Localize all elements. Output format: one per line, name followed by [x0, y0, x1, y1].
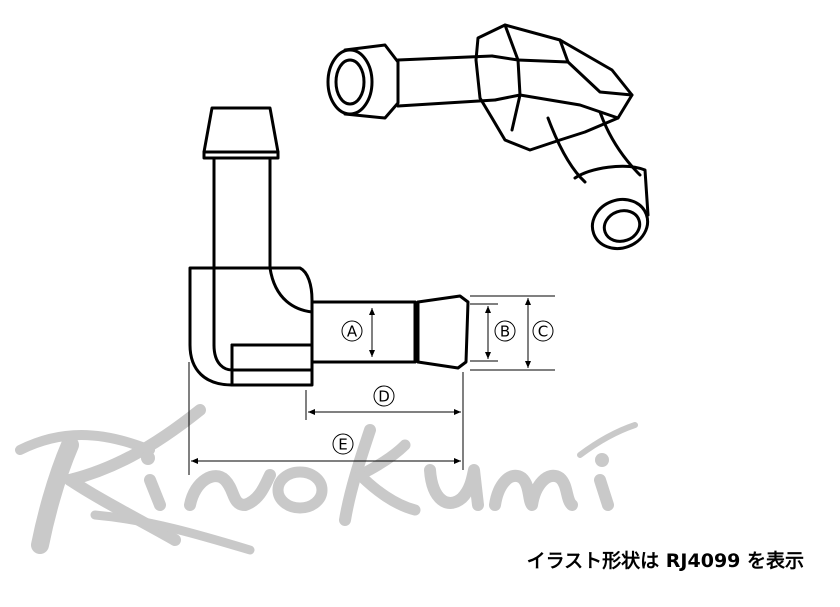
dimension-label-b: B [494, 320, 516, 342]
dimension-label-a: A [341, 320, 363, 342]
dimension-label-d: D [373, 385, 395, 407]
top-barb [202, 106, 280, 154]
elbow-body [188, 266, 314, 387]
dimension-label-e: E [332, 433, 354, 455]
svg-text:E: E [338, 436, 347, 454]
perspective-view [326, 23, 650, 251]
illustration-caption: イラスト形状は RJ4099 を表示 [527, 549, 804, 572]
svg-text:A: A [347, 323, 358, 341]
lower-barb-opening [590, 197, 650, 251]
elevation-view [188, 106, 470, 387]
right-barb [416, 294, 470, 370]
dimension-lines [188, 295, 555, 475]
dimension-label-c: C [532, 320, 554, 342]
svg-text:C: C [538, 323, 548, 341]
svg-text:D: D [378, 388, 390, 406]
svg-text:B: B [500, 323, 510, 341]
kinokuni-watermark-logo [15, 404, 638, 555]
